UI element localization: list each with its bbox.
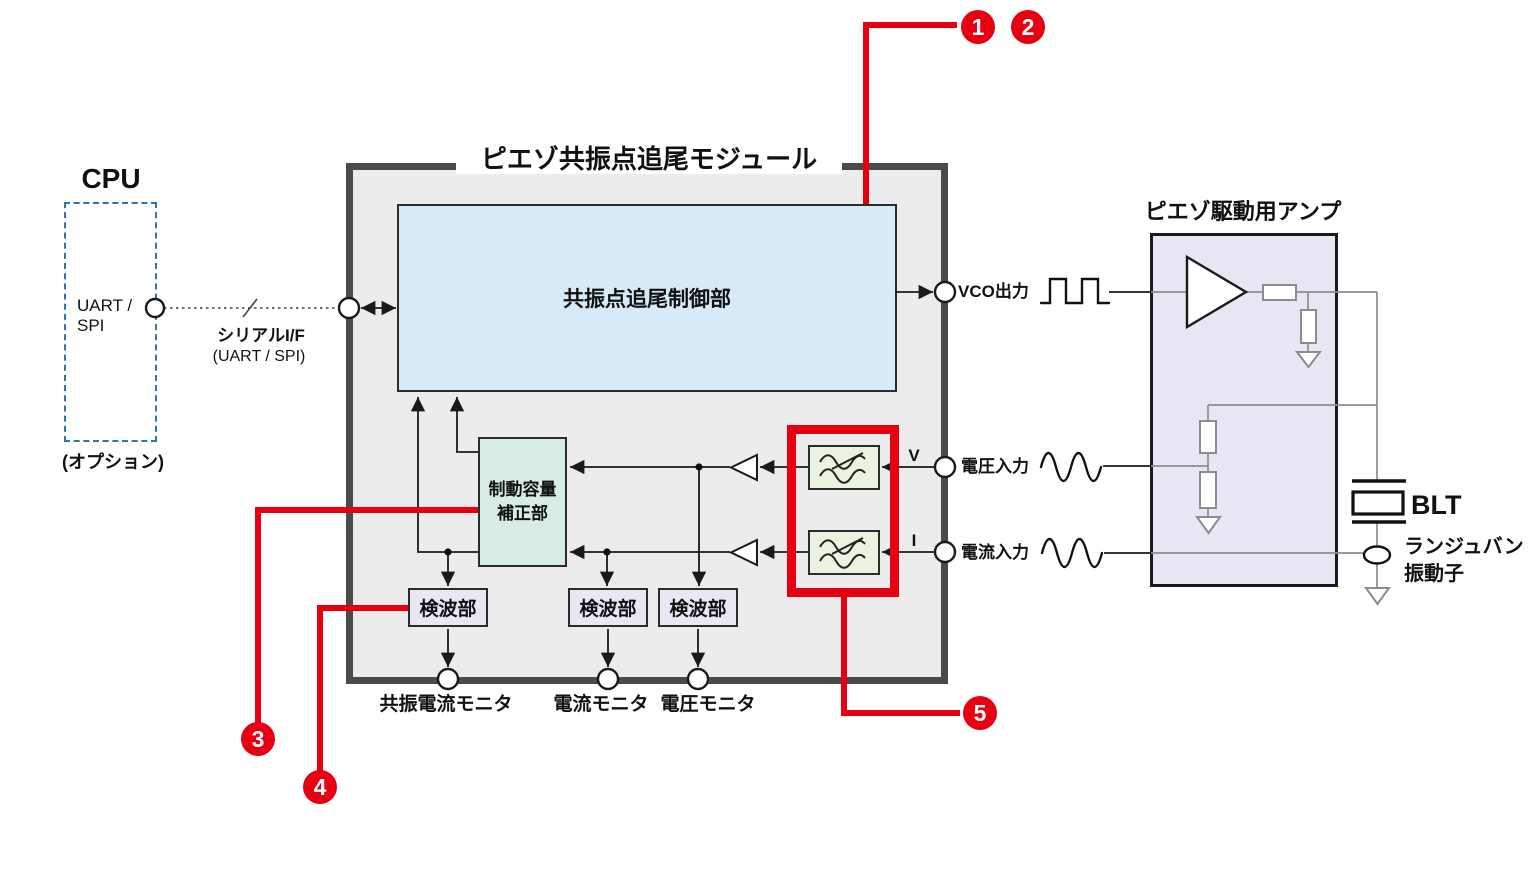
cpu-title: CPU bbox=[81, 163, 141, 194]
callout-badge-1: 1 bbox=[961, 10, 995, 44]
voltage-input-label: 電圧入力 bbox=[961, 457, 1029, 476]
damping-capacitance-correction-box: 制動容量 補正部 bbox=[478, 437, 567, 567]
sine-wave-icon bbox=[1040, 537, 1104, 569]
callout-badge-4: 4 bbox=[303, 770, 337, 804]
cpu-interface-label: UART / SPI bbox=[77, 296, 133, 336]
detector-label: 検波部 bbox=[669, 599, 727, 620]
callout-number: 4 bbox=[313, 773, 327, 800]
amp-title: ピエゾ駆動用アンプ bbox=[1144, 199, 1342, 224]
serial-dotted-link bbox=[164, 298, 338, 318]
v-signal-label: V bbox=[908, 446, 920, 465]
detector-box-resonance-current: 検波部 bbox=[408, 588, 488, 627]
piezo-drive-amp-box bbox=[1150, 233, 1338, 587]
callout-badge-3: 3 bbox=[241, 722, 275, 756]
filter-wave-icon bbox=[819, 537, 866, 569]
current-filter-box bbox=[808, 530, 880, 575]
monitor-label-current: 電流モニタ bbox=[553, 694, 649, 715]
callout-badge-2: 2 bbox=[1011, 10, 1045, 44]
i-signal-label: I bbox=[911, 531, 917, 550]
current-input-label: 電流入力 bbox=[961, 543, 1029, 562]
current-probe-icon bbox=[1362, 545, 1392, 565]
callout-number: 1 bbox=[971, 13, 985, 40]
detector-box-voltage: 検波部 bbox=[658, 588, 738, 627]
module-title: ピエゾ共振点追尾モジュール bbox=[480, 144, 818, 174]
detector-label: 検波部 bbox=[579, 599, 637, 620]
callout-badge-5: 5 bbox=[963, 696, 997, 730]
cpu-box bbox=[64, 202, 157, 442]
monitor-label-voltage: 電圧モニタ bbox=[660, 694, 756, 715]
square-wave-icon bbox=[1039, 277, 1111, 305]
monitor-label-resonance-current: 共振電流モニタ bbox=[379, 694, 513, 715]
filter-wave-icon bbox=[819, 452, 866, 484]
serial-if-sublabel: (UART / SPI) bbox=[212, 348, 306, 365]
sine-wave-icon bbox=[1039, 451, 1103, 483]
callout-number: 5 bbox=[973, 699, 987, 726]
controller-label: 共振点追尾制御部 bbox=[563, 288, 731, 311]
module-title-mask bbox=[456, 158, 842, 174]
damping-label: 制動容量 補正部 bbox=[488, 480, 557, 523]
voltage-filter-box bbox=[808, 445, 880, 490]
resonance-tracking-controller-box: 共振点追尾制御部 bbox=[397, 204, 897, 392]
langevin-transducer-label: ランジュバン 振動子 bbox=[1404, 536, 1524, 585]
cpu-option-note: (オプション) bbox=[62, 452, 164, 472]
vco-output-label: VCO出力 bbox=[958, 282, 1029, 301]
blt-transducer-icon bbox=[1351, 479, 1406, 565]
callout-number: 2 bbox=[1021, 13, 1035, 40]
callout-number: 3 bbox=[251, 725, 265, 752]
detector-box-current: 検波部 bbox=[568, 588, 648, 627]
waveform-icons bbox=[1039, 277, 1111, 569]
detector-label: 検波部 bbox=[419, 599, 477, 620]
serial-if-label: シリアルI/F bbox=[217, 326, 305, 345]
blt-label: BLT bbox=[1411, 490, 1462, 520]
